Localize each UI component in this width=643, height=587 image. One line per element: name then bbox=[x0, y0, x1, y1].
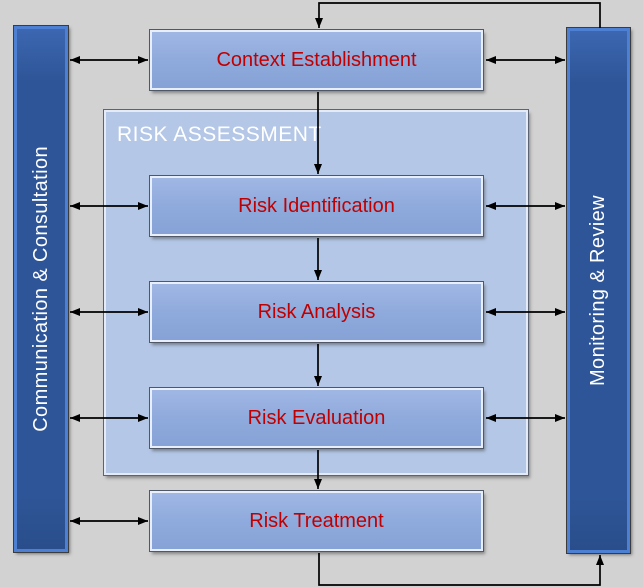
monitoring-review-label: Monitoring & Review bbox=[587, 194, 609, 386]
arrow-bottom-feedback bbox=[318, 553, 604, 586]
communication-consultation-label: Communication & Consultation bbox=[29, 146, 52, 432]
risk-analysis-label: Risk Analysis bbox=[257, 300, 376, 323]
context-establishment-box: Context Establishment bbox=[149, 29, 484, 91]
risk-identification-label: Risk Identification bbox=[238, 194, 395, 217]
risk-identification-box: Risk Identification bbox=[149, 175, 484, 237]
risk-treatment-label: Risk Treatment bbox=[249, 509, 384, 532]
risk-assessment-group-label: RISK ASSESSMENT bbox=[117, 123, 322, 146]
risk-treatment-box: Risk Treatment bbox=[149, 490, 484, 552]
risk-analysis-box: Risk Analysis bbox=[149, 281, 484, 343]
risk-evaluation-box: Risk Evaluation bbox=[149, 387, 484, 449]
monitoring-review-bar: Monitoring & Review bbox=[566, 27, 631, 554]
arrow-top-feedback bbox=[315, 2, 601, 28]
risk-evaluation-label: Risk Evaluation bbox=[247, 406, 386, 429]
communication-consultation-bar: Communication & Consultation bbox=[13, 25, 69, 553]
context-establishment-label: Context Establishment bbox=[216, 48, 417, 71]
